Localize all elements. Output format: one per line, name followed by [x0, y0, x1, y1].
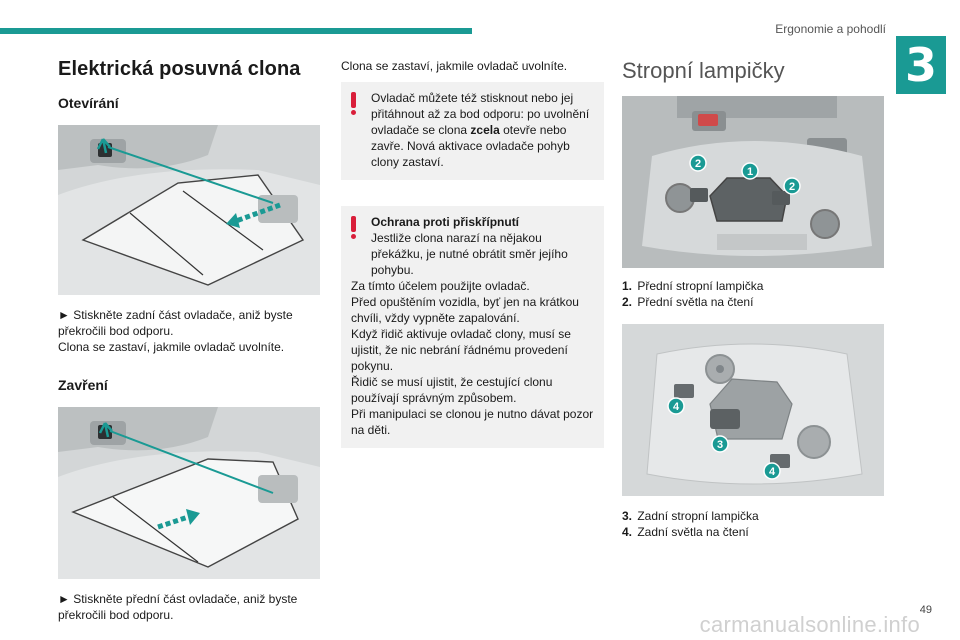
note-box-full-open: Ovladač můžete též stisknout nebo jej př…	[341, 82, 604, 180]
badge-front-left	[689, 154, 707, 172]
sunblind-closing-illustration	[58, 407, 320, 579]
chapter-number-badge: 3	[896, 36, 946, 94]
sunblind-opening-illustration	[58, 125, 320, 295]
warning-exclamation-icon	[351, 216, 357, 239]
badge-rear-center	[711, 435, 729, 453]
badge-rear-right	[763, 462, 781, 480]
opening-note: Clona se zastaví, jakmile ovladač uvolní…	[58, 340, 285, 354]
page-number: 49	[919, 604, 932, 616]
subtitle-closing: Zavření	[58, 377, 108, 393]
note2-text1: Jestliže clona narazí na nějakou překážk…	[371, 231, 568, 277]
column-notes: Clona se zastaví, jakmile ovladač uvolní…	[341, 58, 604, 448]
badge-front-right	[783, 177, 801, 195]
note2-text6: Při manipulaci se clonou je nutno dávat …	[351, 407, 594, 437]
note2-text5: Řidič se musí ujistit, že cestující clon…	[351, 375, 553, 405]
badge-rear-left	[667, 397, 685, 415]
svg-text:4: 4	[673, 401, 680, 413]
opening-instruction: ► Stiskněte zadní část ovladače, aniž by…	[58, 308, 293, 338]
legend-item: 2. Přední světla na čtení	[622, 295, 754, 309]
note1-text-b: otevře nebo zavře. Nová aktivace ovladač…	[371, 123, 570, 169]
column-ceiling-lights: Stropní lampičky 2 1 2 1. Přední stropní…	[622, 58, 884, 540]
note1-text-a: Ovladač můžete též stisknout nebo jej př…	[371, 91, 590, 137]
section-title-lights: Stropní lampičky	[622, 58, 785, 83]
note2-text3: Před opuštěním vozidla, byť jen na krátk…	[351, 295, 579, 325]
watermark: carmanualsonline.info	[699, 612, 920, 637]
badge-front-center	[741, 162, 759, 180]
svg-text:1: 1	[747, 166, 753, 178]
note1-bold: zcela	[470, 123, 500, 137]
legend-item: 4. Zadní světla na čtení	[622, 525, 749, 539]
svg-text:2: 2	[789, 181, 795, 193]
note2-title: Ochrana proti přiskřípnutí	[371, 215, 520, 229]
chapter-title: Ergonomie a pohodlí	[775, 22, 886, 36]
section-title-sunblind: Elektrická posuvná clona	[58, 58, 301, 80]
top-accent-bar	[0, 28, 472, 34]
legend-item: 1. Přední stropní lampička	[622, 279, 764, 293]
warning-exclamation-icon	[351, 92, 357, 115]
closing-instruction: ► Stiskněte přední část ovladače, aniž b…	[58, 592, 298, 622]
column-sunblind: Elektrická posuvná clona Otevírání ► Sti…	[58, 58, 320, 623]
intro-text: Clona se zastaví, jakmile ovladač uvolní…	[341, 59, 568, 73]
note-box-anti-pinch: Ochrana proti přiskřípnutí Jestliže clon…	[341, 206, 604, 448]
subtitle-opening: Otevírání	[58, 95, 119, 111]
svg-text:2: 2	[695, 158, 701, 170]
legend-item: 3. Zadní stropní lampička	[622, 509, 759, 523]
note2-text2: Za tímto účelem použijte ovladač.	[351, 279, 530, 293]
svg-text:4: 4	[769, 466, 776, 478]
legend-rear: 3. Zadní stropní lampička 4. Zadní světl…	[622, 508, 884, 540]
note2-text4: Když řidič aktivuje ovladač clony, musí …	[351, 327, 571, 373]
rear-ceiling-light-photo: 4 3 4	[622, 324, 884, 496]
svg-text:3: 3	[717, 439, 723, 451]
legend-front: 1. Přední stropní lampička 2. Přední svě…	[622, 278, 884, 310]
front-ceiling-light-photo: 2 1 2	[622, 96, 884, 268]
